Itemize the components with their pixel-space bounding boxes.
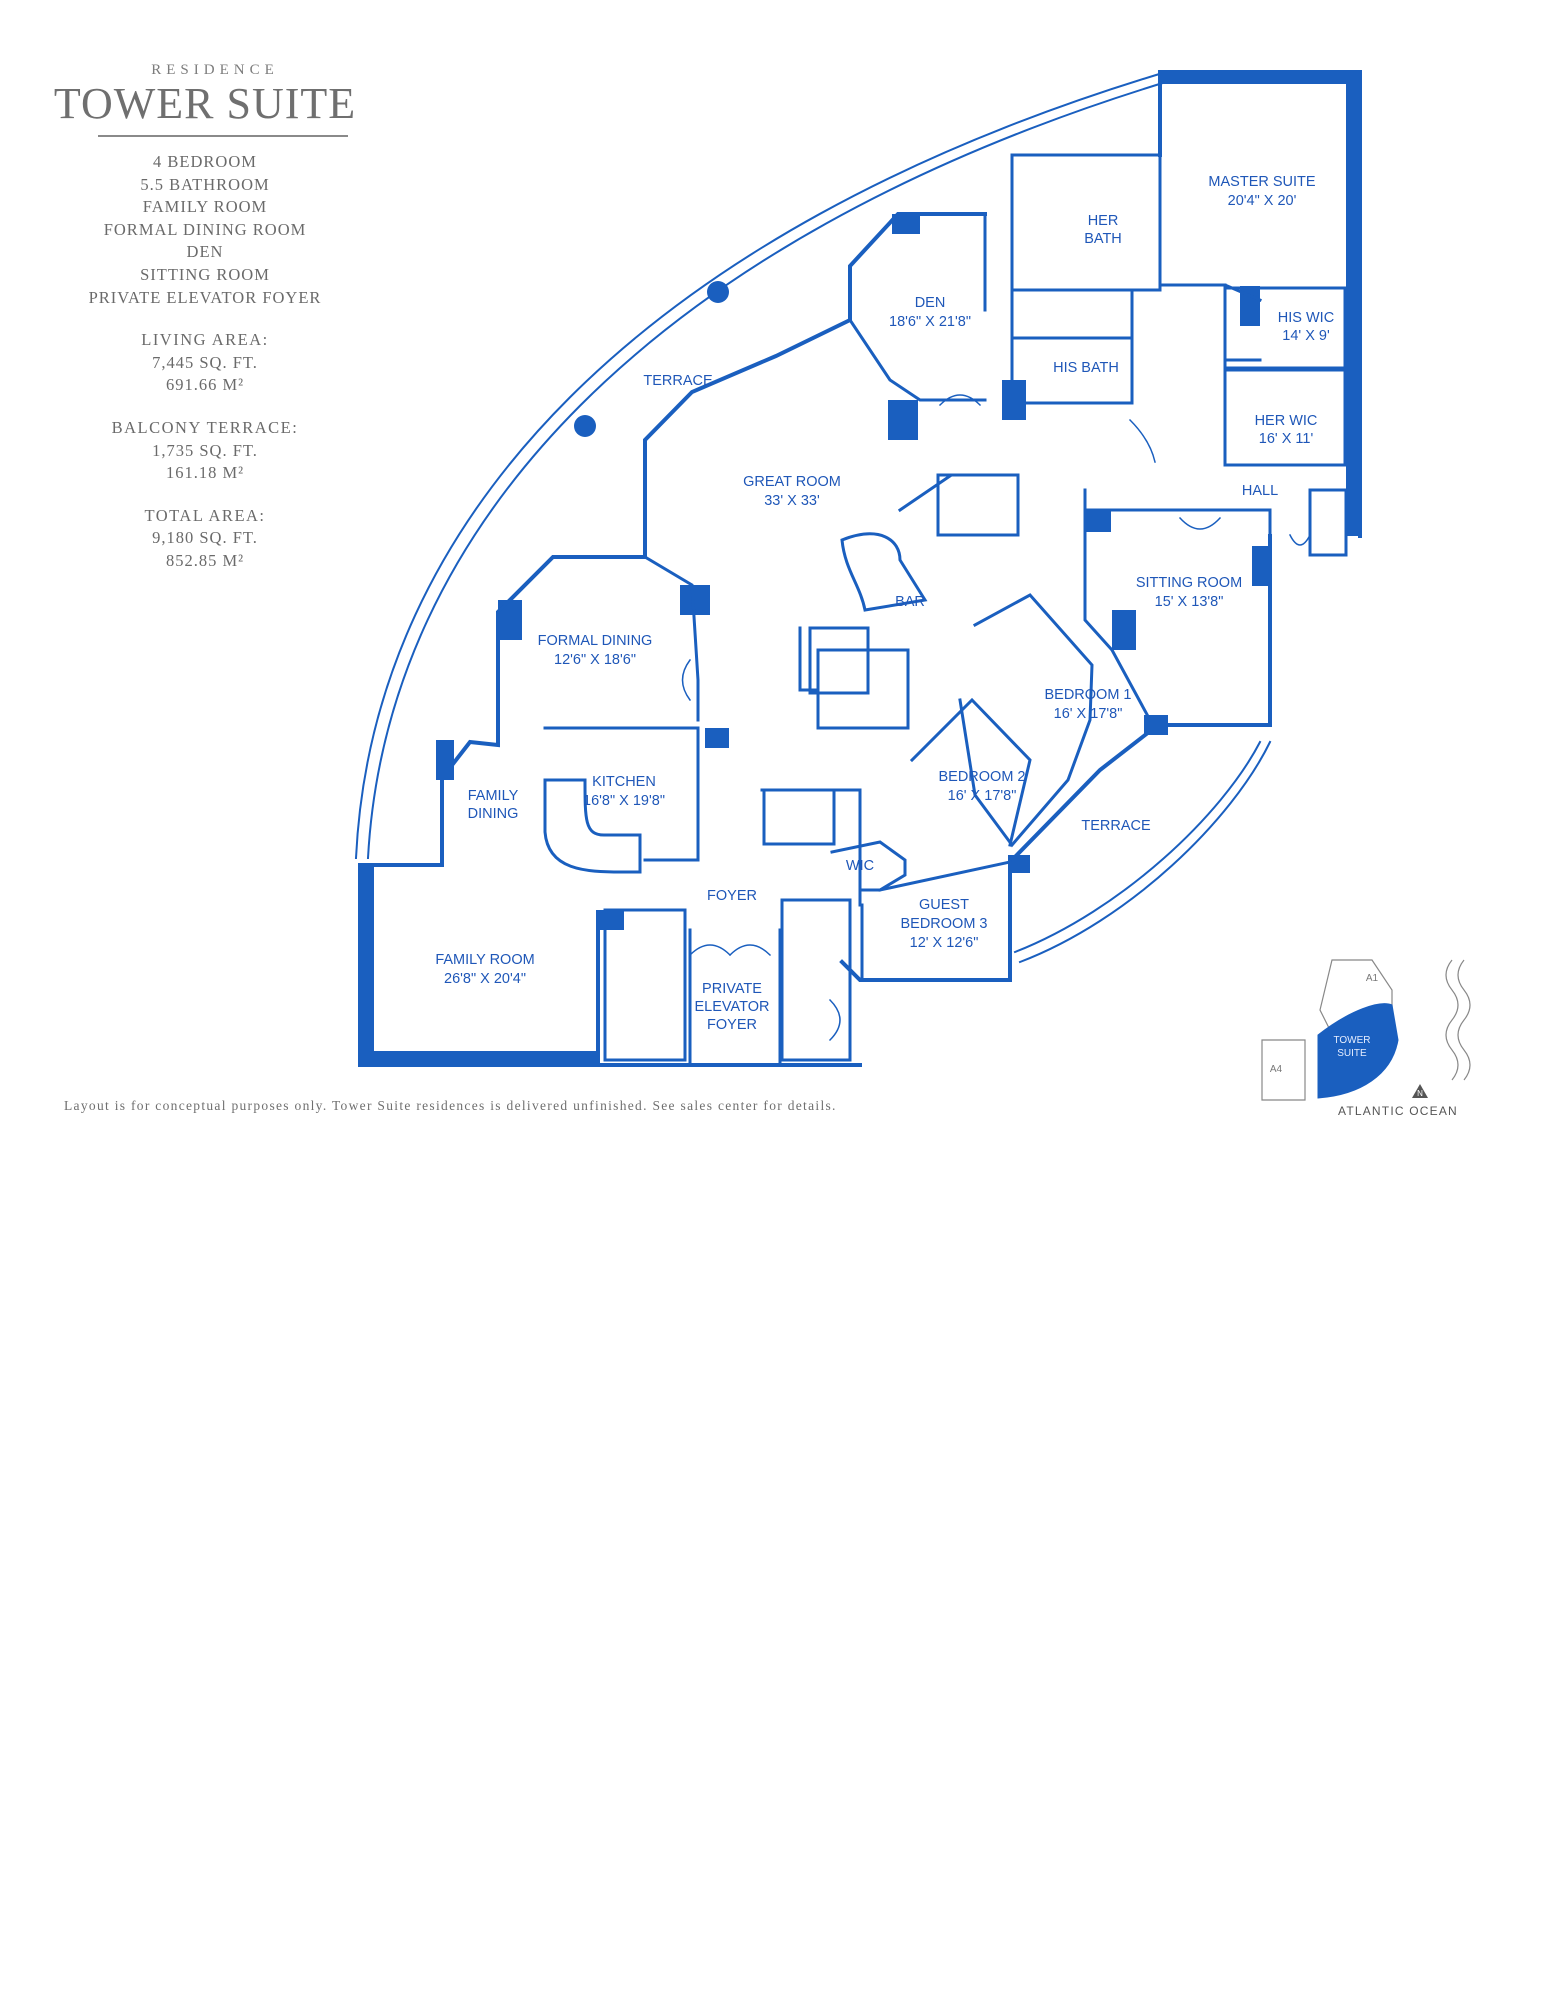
stat-balcony-terrace: BALCONY TERRACE: 1,735 SQ. FT. 161.18 M² xyxy=(40,417,370,485)
room-great-room-dims: 33' X 33' xyxy=(764,493,820,509)
room-private-elevator-foyer-line2: ELEVATOR xyxy=(695,999,770,1015)
room-master-suite-dims: 20'4" X 20' xyxy=(1228,193,1297,209)
room-sitting-room-dims: 15' X 13'8" xyxy=(1155,594,1224,610)
terrace-column xyxy=(574,415,596,437)
room-foyer-name: FOYER xyxy=(707,888,757,904)
room-bedroom2-dims: 16' X 17'8" xyxy=(948,788,1017,804)
feature-list: 4 BEDROOM 5.5 BATHROOM FAMILY ROOM FORMA… xyxy=(40,151,370,309)
north-label: N xyxy=(1417,1089,1423,1098)
room-private-elevator-foyer-line1: PRIVATE xyxy=(702,981,762,997)
room-guest-bedroom-line2: BEDROOM 3 xyxy=(900,916,987,932)
structural-columns xyxy=(360,72,1360,1065)
ocean-wave xyxy=(1457,959,1471,1081)
room-family-room-name: FAMILY ROOM xyxy=(435,952,534,968)
feature-item: PRIVATE ELEVATOR FOYER xyxy=(88,287,322,307)
room-hall-name: HALL xyxy=(1242,483,1278,499)
stat-sqm: 852.85 M² xyxy=(165,550,245,570)
stat-sqft: 1,735 SQ. FT. xyxy=(152,440,258,460)
key-plan: A1 A4 TOWER SUITE N xyxy=(1261,959,1471,1101)
room-den-dims: 18'6" X 21'8" xyxy=(889,314,971,330)
room-kitchen-name: KITCHEN xyxy=(592,774,656,790)
room-terrace-bottom-name: TERRACE xyxy=(1081,818,1151,834)
room-his-wic-name: HIS WIC xyxy=(1278,310,1334,326)
stat-label: LIVING AREA: xyxy=(141,330,269,350)
room-great-room-name: GREAT ROOM xyxy=(743,474,841,490)
keyplan-a4-label: A4 xyxy=(1270,1064,1283,1075)
terrace-arc-inner xyxy=(366,80,1168,860)
keyplan-tower-line1: TOWER xyxy=(1333,1035,1370,1046)
room-her-wic-dims: 16' X 11' xyxy=(1259,431,1314,447)
stat-living-area: LIVING AREA: 7,445 SQ. FT. 691.66 M² xyxy=(40,329,370,397)
room-master-suite-name: MASTER SUITE xyxy=(1208,174,1315,190)
title-rule xyxy=(98,135,348,137)
keyplan-tower-suite xyxy=(1317,1003,1399,1099)
room-den-name: DEN xyxy=(915,295,946,311)
ocean-wave xyxy=(1445,959,1459,1081)
stat-sqm: 161.18 M² xyxy=(165,463,245,483)
room-her-bath-line2: BATH xyxy=(1084,231,1122,247)
feature-item: DEN xyxy=(186,242,224,262)
room-wic-name: WIC xyxy=(846,858,874,874)
stat-sqft: 7,445 SQ. FT. xyxy=(152,352,258,372)
room-bedroom1-dims: 16' X 17'8" xyxy=(1054,706,1123,722)
room-bedroom2-name: BEDROOM 2 xyxy=(938,769,1025,785)
interior-walls xyxy=(440,153,1348,1067)
room-his-bath-name: HIS BATH xyxy=(1053,360,1119,376)
exterior-walls xyxy=(358,70,1362,1067)
room-labels: MASTER SUITE 20'4" X 20' HER BATH DEN 18… xyxy=(435,174,1334,1033)
terrace-column xyxy=(707,281,729,303)
stat-label: BALCONY TERRACE: xyxy=(111,417,299,437)
ocean-label: ATLANTIC OCEAN xyxy=(1338,1104,1458,1118)
feature-item: FAMILY ROOM xyxy=(142,197,268,217)
room-formal-dining-dims: 12'6" X 18'6" xyxy=(554,652,636,668)
room-family-room-dims: 26'8" X 20'4" xyxy=(444,971,526,987)
room-her-wic-name: HER WIC xyxy=(1255,413,1318,429)
room-formal-dining-name: FORMAL DINING xyxy=(538,633,653,649)
room-guest-bedroom-line1: GUEST xyxy=(919,897,969,913)
keyplan-tower-line2: SUITE xyxy=(1337,1048,1367,1059)
feature-item: FORMAL DINING ROOM xyxy=(103,219,307,239)
room-his-wic-dims: 14' X 9' xyxy=(1282,328,1330,344)
residence-title: TOWER SUITE xyxy=(53,79,357,128)
room-terrace-top-name: TERRACE xyxy=(643,373,713,389)
room-her-bath-line1: HER xyxy=(1088,213,1119,229)
room-family-dining-line1: FAMILY xyxy=(468,788,519,804)
info-panel: RESIDENCE TOWER SUITE 4 BEDROOM 5.5 BATH… xyxy=(40,62,370,573)
keyplan-a1-label: A1 xyxy=(1366,973,1379,984)
terrace-arc-lower-inner xyxy=(1013,740,1262,954)
terrace-arc-lower-outer xyxy=(1018,740,1272,964)
feature-item: 4 BEDROOM xyxy=(153,152,257,171)
door-swings xyxy=(681,394,1312,1042)
north-arrow-icon xyxy=(1412,1084,1428,1098)
stat-sqft: 9,180 SQ. FT. xyxy=(152,528,258,548)
room-private-elevator-foyer-line3: FOYER xyxy=(707,1017,757,1033)
room-guest-bedroom-dims: 12' X 12'6" xyxy=(910,935,979,951)
room-bedroom1-name: BEDROOM 1 xyxy=(1044,687,1131,703)
room-family-dining-line2: DINING xyxy=(468,806,519,822)
terrace-arc-outer xyxy=(354,70,1168,860)
stat-label: TOTAL AREA: xyxy=(144,505,266,525)
feature-item: 5.5 BATHROOM xyxy=(140,174,270,194)
disclaimer: Layout is for conceptual purposes only. … xyxy=(64,1098,837,1113)
room-bar-name: BAR xyxy=(895,594,925,610)
room-kitchen-dims: 16'8" X 19'8" xyxy=(583,793,665,809)
residence-eyebrow: RESIDENCE xyxy=(151,62,279,78)
room-sitting-room-name: SITTING ROOM xyxy=(1136,575,1242,591)
feature-item: SITTING ROOM xyxy=(140,264,270,284)
stat-total-area: TOTAL AREA: 9,180 SQ. FT. 852.85 M² xyxy=(40,505,370,573)
stat-sqm: 691.66 M² xyxy=(165,375,245,395)
